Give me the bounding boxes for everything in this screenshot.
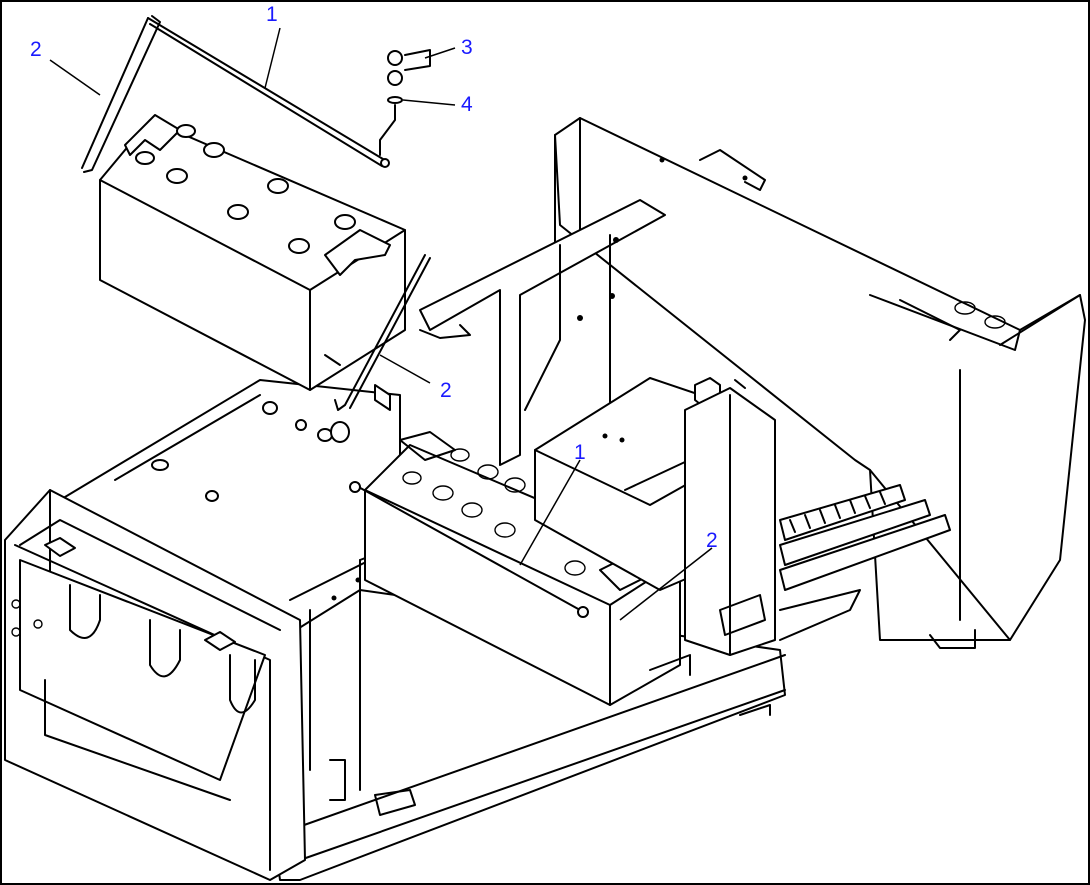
battery-installed <box>349 431 681 706</box>
callout-1-top: 1 <box>266 3 278 26</box>
callout-3: 3 <box>461 36 473 59</box>
battery-exploded <box>99 114 406 391</box>
leader-lines <box>49 27 713 621</box>
callout-2-top-left: 2 <box>30 38 42 61</box>
hold-down-bar <box>147 17 390 168</box>
battery-box-bracket <box>419 199 666 466</box>
callout-2-middle: 2 <box>440 379 452 402</box>
callout-1-lower: 1 <box>574 441 586 464</box>
callout-4: 4 <box>461 93 473 116</box>
step-ladder <box>779 484 951 641</box>
fasteners <box>379 49 431 156</box>
callout-labels: 1 2 3 4 2 1 2 <box>30 3 718 552</box>
front-cover-panel <box>4 489 306 881</box>
hold-down-rods <box>81 15 431 411</box>
callout-2-right: 2 <box>706 529 718 552</box>
shelf-parts <box>151 384 391 502</box>
battery-shelf-rear <box>534 377 776 676</box>
